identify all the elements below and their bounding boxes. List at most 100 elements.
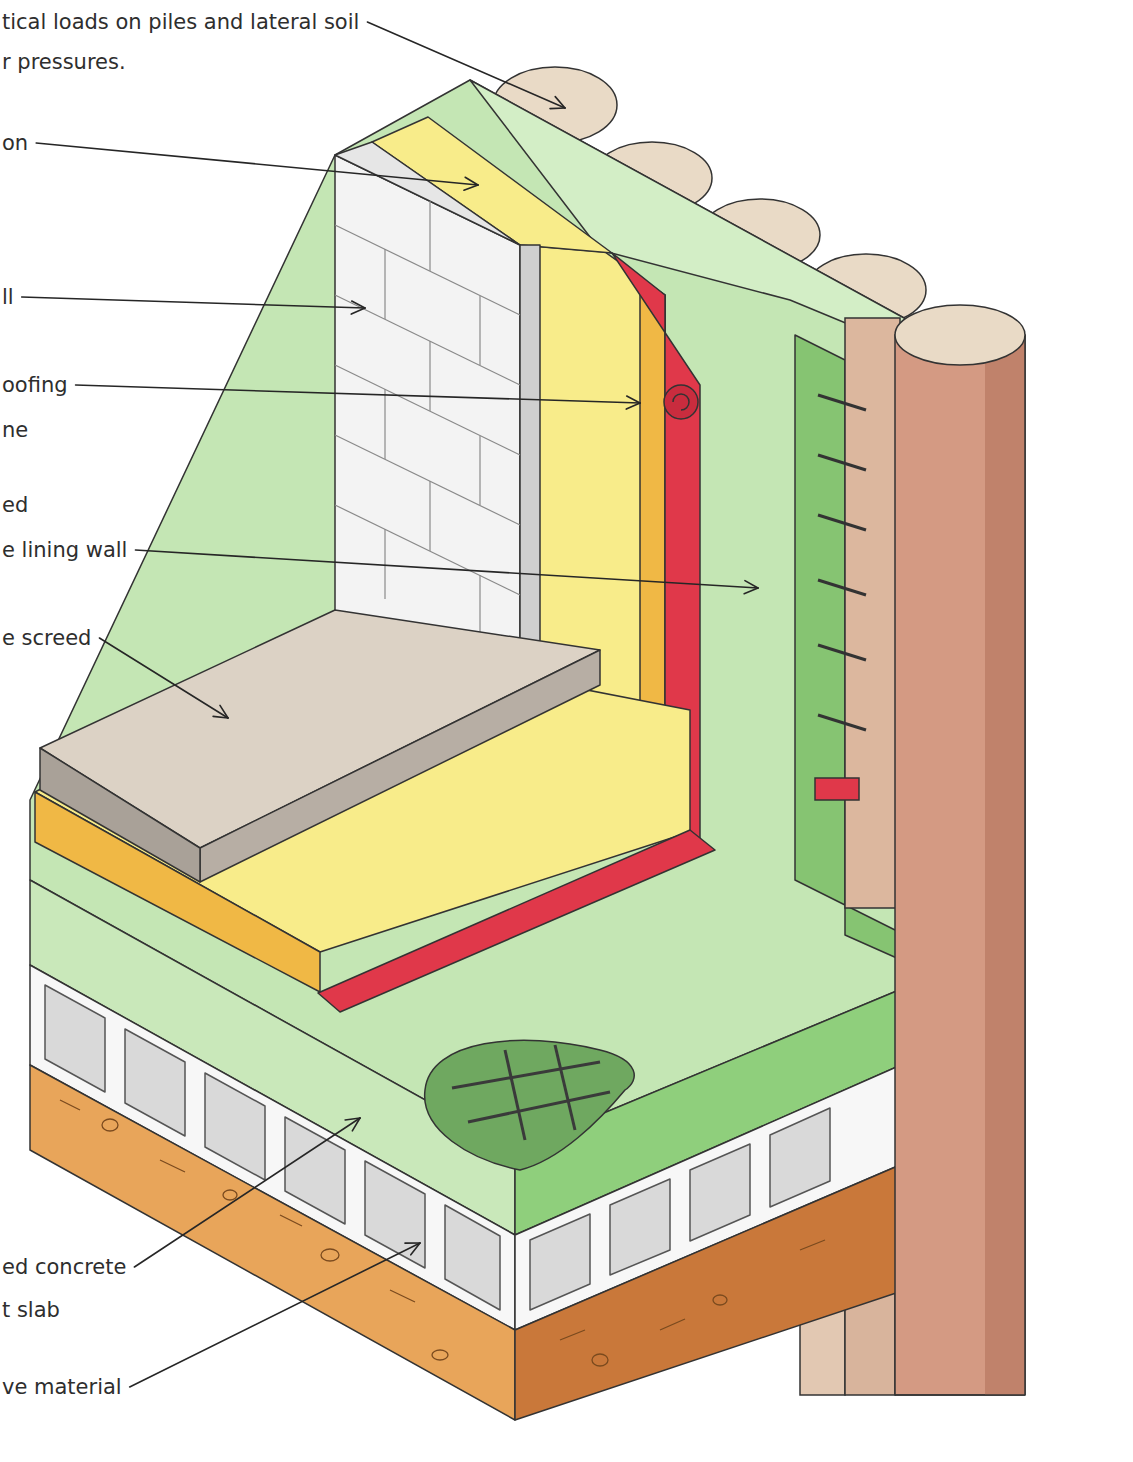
mesh-cutaway [425,1040,635,1170]
callout-label: tical loads on piles and lateral soil [2,9,359,35]
arrowhead [352,301,365,308]
rebar [505,1050,525,1140]
leader-line [130,1243,420,1387]
pile-edge [1024,335,1026,1395]
callout-label: e screed [2,625,91,651]
void-cell [365,1161,425,1268]
arrowhead [220,705,228,718]
arrowhead [351,308,365,314]
dowel [818,715,866,730]
membrane-roll-curl [673,394,689,410]
front-pile [895,305,1025,1395]
callout-label: on [2,130,28,156]
soil-hatch [60,1100,825,1340]
arrowhead [345,1118,360,1120]
arrowhead [405,1242,420,1244]
joint [335,365,520,455]
arrowhead [213,716,228,718]
leader-line [134,1118,360,1267]
rebar [555,1045,575,1130]
joint [429,481,430,551]
pebble [321,1249,339,1261]
leader-line [135,550,758,588]
joint [335,295,520,385]
soil-texture [60,1100,917,1366]
compressible-material [30,1065,935,1420]
callout-label: oofing [2,372,68,398]
dowel [818,395,866,410]
arrowhead [352,1118,360,1131]
membrane-roll [664,385,698,419]
pile-top [895,305,1025,365]
arrowhead [744,588,758,594]
block-joints [335,201,520,640]
callout-label: r pressures. [2,49,126,75]
pebble [592,1354,608,1366]
void-cell [530,1214,590,1310]
leader-line [367,22,565,108]
pebble [223,1190,237,1200]
void-cell [445,1205,500,1310]
joint [479,436,480,505]
void-cell [690,1144,750,1241]
arrowhead [555,97,565,108]
dowel [818,645,866,660]
block-wall [335,142,540,660]
membrane-floor [318,830,715,1012]
joint [479,575,480,640]
joint [335,435,520,525]
dowel [818,515,866,530]
dowel [818,455,866,470]
rebar [452,1062,600,1088]
back-pile [815,318,900,908]
rebar [468,1092,610,1122]
pile-edge [895,1394,1025,1396]
pebble [102,1119,118,1131]
joint [335,505,520,595]
dowel [818,580,866,595]
screed-side [200,650,600,882]
soil-side [515,1150,935,1420]
void-cell [770,1108,830,1207]
void-cell [610,1179,670,1275]
callout-label: ve material [2,1374,122,1400]
screed-front [40,748,200,882]
joint [429,201,430,271]
leader-line [22,297,365,308]
leader-line [76,385,640,403]
water-bar [815,778,859,800]
arrowhead [627,396,640,403]
callout-label: ll [2,284,14,310]
callout-label: ed concrete [2,1254,126,1280]
void-cell [45,985,105,1092]
soil-front [30,1065,515,1420]
screed [40,610,600,882]
wall-step [795,335,845,905]
callout-label: ne [2,417,28,443]
leader-line [99,638,228,718]
callout-label: t slab [2,1297,60,1323]
leader-line [36,143,478,185]
arrowhead [464,185,478,190]
block-top [335,142,520,245]
joint [384,529,385,599]
void-cell [205,1073,265,1180]
pebble [713,1295,727,1305]
callout-label: ed [2,492,28,518]
arrowhead [411,1243,420,1255]
pebble [432,1350,448,1360]
void-cell [125,1029,185,1136]
pile-shade [985,335,1025,1395]
arrowhead [745,581,758,588]
arrowhead [550,107,565,109]
joint [384,249,385,319]
reinforcement-mesh [452,1045,610,1140]
arrowhead [465,177,478,185]
joint [479,296,480,365]
block-end [520,245,540,660]
pile-body [895,335,1025,1395]
callout-label: e lining wall [2,537,127,563]
